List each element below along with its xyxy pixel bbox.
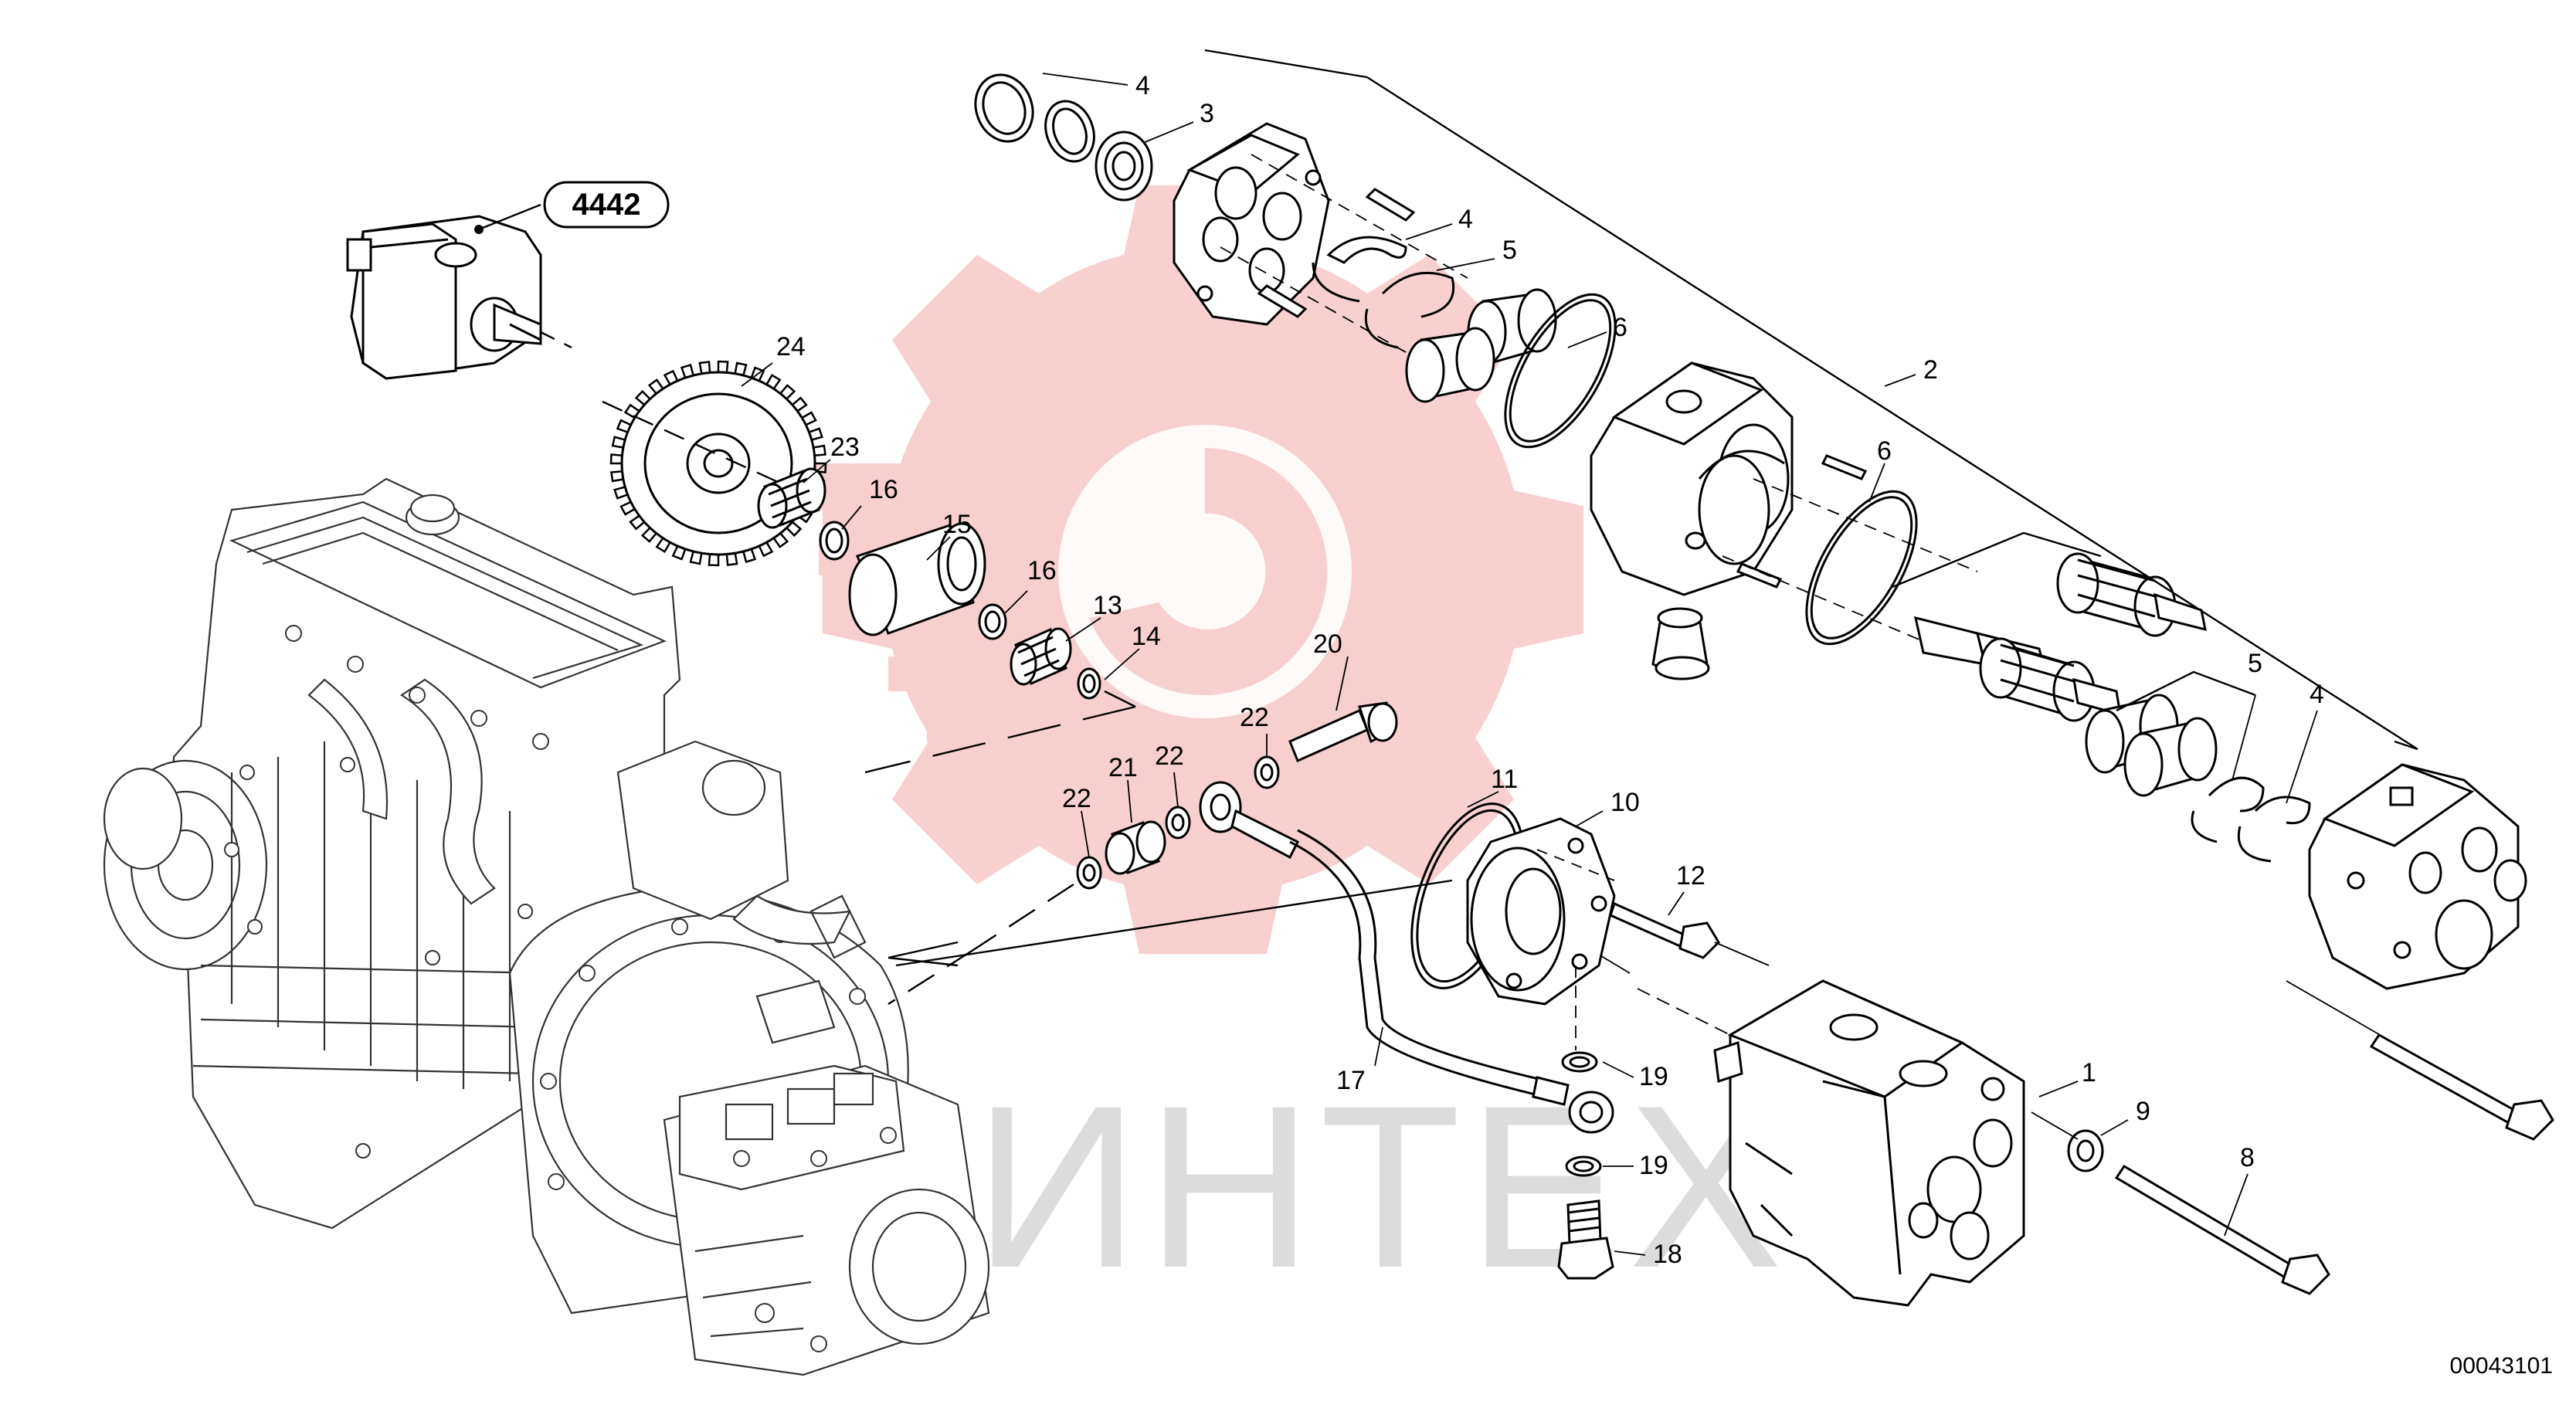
drive-gear-shaft [1914, 616, 2122, 722]
seal-ring-4b [2237, 796, 2311, 863]
gear-pump-1 [1713, 979, 2025, 1307]
rear-cover [2308, 763, 2527, 990]
adapter-fitting-18 [1557, 1199, 1614, 1280]
plug [1651, 607, 1710, 680]
callout-18: 18 [1653, 1240, 1682, 1269]
long-bolt-top [2369, 1033, 2554, 1141]
document-number: 00043101 [2450, 1353, 2553, 1379]
reference-gear-pump-4442: 4442 [346, 181, 670, 380]
front-cover [1173, 122, 1330, 326]
gear-teeth-outline [609, 360, 827, 567]
reference-label: 4442 [572, 188, 641, 222]
callout-13: 13 [1093, 591, 1122, 620]
driven-gear-shaft [2056, 552, 2207, 637]
spline-sleeve-23 [757, 467, 826, 529]
callout-7: 4 [1135, 71, 1150, 100]
callout-24: 24 [776, 332, 806, 361]
callout-8: 8 [2240, 1143, 2255, 1172]
callout-3: 3 [1200, 99, 1214, 128]
callout-19b: 19 [1639, 1151, 1668, 1180]
long-bolt-8 [2114, 1164, 2330, 1295]
bolt-12 [1609, 901, 1720, 959]
seal-ring-5b [2191, 776, 2265, 843]
callout-10: 10 [1610, 788, 1640, 817]
callout-6a: 6 [1613, 313, 1627, 342]
callout-1: 1 [2082, 1058, 2096, 1087]
seal-washer-22c [1254, 755, 1280, 789]
watermark-text: ИНТЕХ [973, 1057, 1789, 1316]
callout-19a: 19 [1639, 1062, 1668, 1091]
o-ring-6b [1805, 490, 1918, 646]
washer-9 [2067, 1129, 2104, 1172]
dowel-pins [1257, 188, 1416, 318]
banjo-bolt-20 [1288, 701, 1398, 763]
nut-fitting [1568, 1091, 1614, 1134]
engine-assembly [103, 477, 990, 1376]
snap-ring-16b [978, 603, 1007, 640]
dowel-pins-b [1736, 454, 1868, 589]
coupling-sleeve-15 [848, 522, 986, 636]
hose-17 [1289, 829, 1570, 1106]
o-ring-6a [1504, 293, 1617, 449]
seal-ring-19a [1561, 1051, 1598, 1073]
adapter-flange-10 [1466, 817, 1616, 1006]
callout-14: 14 [1132, 622, 1161, 651]
callout-22a: 22 [1062, 784, 1091, 813]
callout-4b: 4 [2310, 680, 2324, 709]
callout-9: 9 [2136, 1097, 2150, 1126]
reference-label-badge [543, 181, 670, 229]
seal-ring-19b [1565, 1155, 1602, 1177]
snap-ring-16a [819, 521, 850, 561]
seal-washer-22a [1076, 856, 1102, 890]
seal-ring-5a [1364, 271, 1455, 349]
callout-16a: 16 [869, 475, 898, 504]
bearing-block-a [1405, 288, 1557, 403]
snap-ring-14 [1077, 667, 1101, 700]
callout-17: 17 [1336, 1066, 1366, 1095]
callout-20: 20 [1313, 629, 1342, 659]
spacer-21 [1105, 820, 1166, 875]
banjo-fitting [1199, 781, 1300, 860]
callouts: 4 3 4 5 6 2 6 5 4 1 9 8 10 11 12 13 14 1… [741, 71, 2324, 1269]
pump-body [1590, 361, 1794, 596]
callout-12: 12 [1676, 861, 1705, 891]
callout-11: 11 [1491, 765, 1518, 794]
callout-23: 23 [830, 433, 860, 462]
shaft-seal-3 [1095, 131, 1153, 202]
callout-22c: 22 [1240, 703, 1269, 732]
callout-5a: 5 [1502, 236, 1517, 265]
spline-gear-13 [1010, 627, 1072, 686]
callout-4a: 4 [1458, 205, 1473, 234]
seal-washer-22b [1165, 806, 1191, 840]
callout-22b: 22 [1155, 741, 1184, 771]
seal-ring-4a [1312, 236, 1407, 303]
snap-ring-7b [1044, 100, 1095, 163]
snap-ring-7 [974, 73, 1034, 143]
callout-21: 21 [1108, 753, 1138, 782]
callout-16b: 16 [1027, 556, 1057, 585]
callout-5b: 5 [2248, 649, 2262, 678]
drive-gear-24 [609, 360, 827, 567]
callout-6b: 6 [1877, 436, 1892, 466]
bearing-block-b [2085, 694, 2218, 797]
callout-2: 2 [1923, 355, 1938, 385]
callout-15: 15 [942, 510, 972, 539]
